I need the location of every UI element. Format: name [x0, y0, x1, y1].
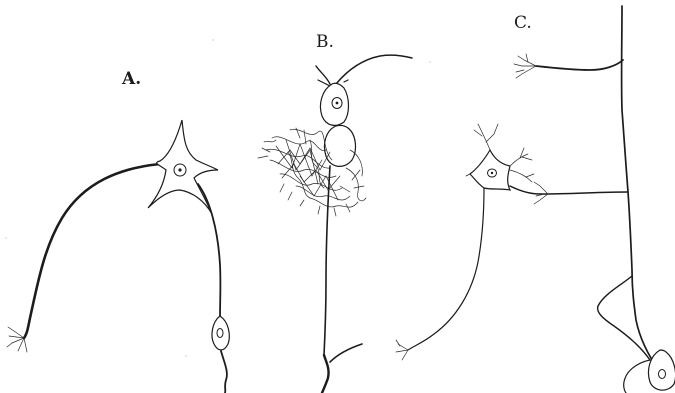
panel-b-upper-process-left [316, 66, 330, 84]
panel-b-axon [324, 166, 330, 355]
panel-c-lower-branch [598, 276, 650, 360]
panel-a: A. [7, 69, 229, 393]
panel-c-lower-terminal [396, 340, 408, 360]
panel-c-middle-collateral [510, 186, 628, 194]
panel-a-terminal-branches [7, 327, 27, 352]
panel-a-lower-process [221, 351, 227, 393]
panel-a-long-process [24, 164, 160, 338]
panel-c-upper-collateral [536, 60, 623, 70]
paper-specks [5, 39, 431, 357]
panel-c: C. [396, 6, 675, 393]
panel-b: B. [258, 32, 412, 393]
panel-b-lower-cell [324, 125, 355, 166]
panel-c-upper-terminal [514, 54, 536, 78]
panel-c-label: C. [514, 13, 532, 33]
panel-b-axon-branch [322, 355, 329, 393]
panel-a-axon [198, 184, 220, 318]
panel-b-label: B. [316, 32, 334, 52]
panel-c-vertical-fiber [622, 6, 660, 372]
panel-a-label: A. [121, 69, 141, 89]
panel-c-neuron-axon [408, 188, 484, 350]
panel-c-middle-terminal [534, 182, 548, 204]
